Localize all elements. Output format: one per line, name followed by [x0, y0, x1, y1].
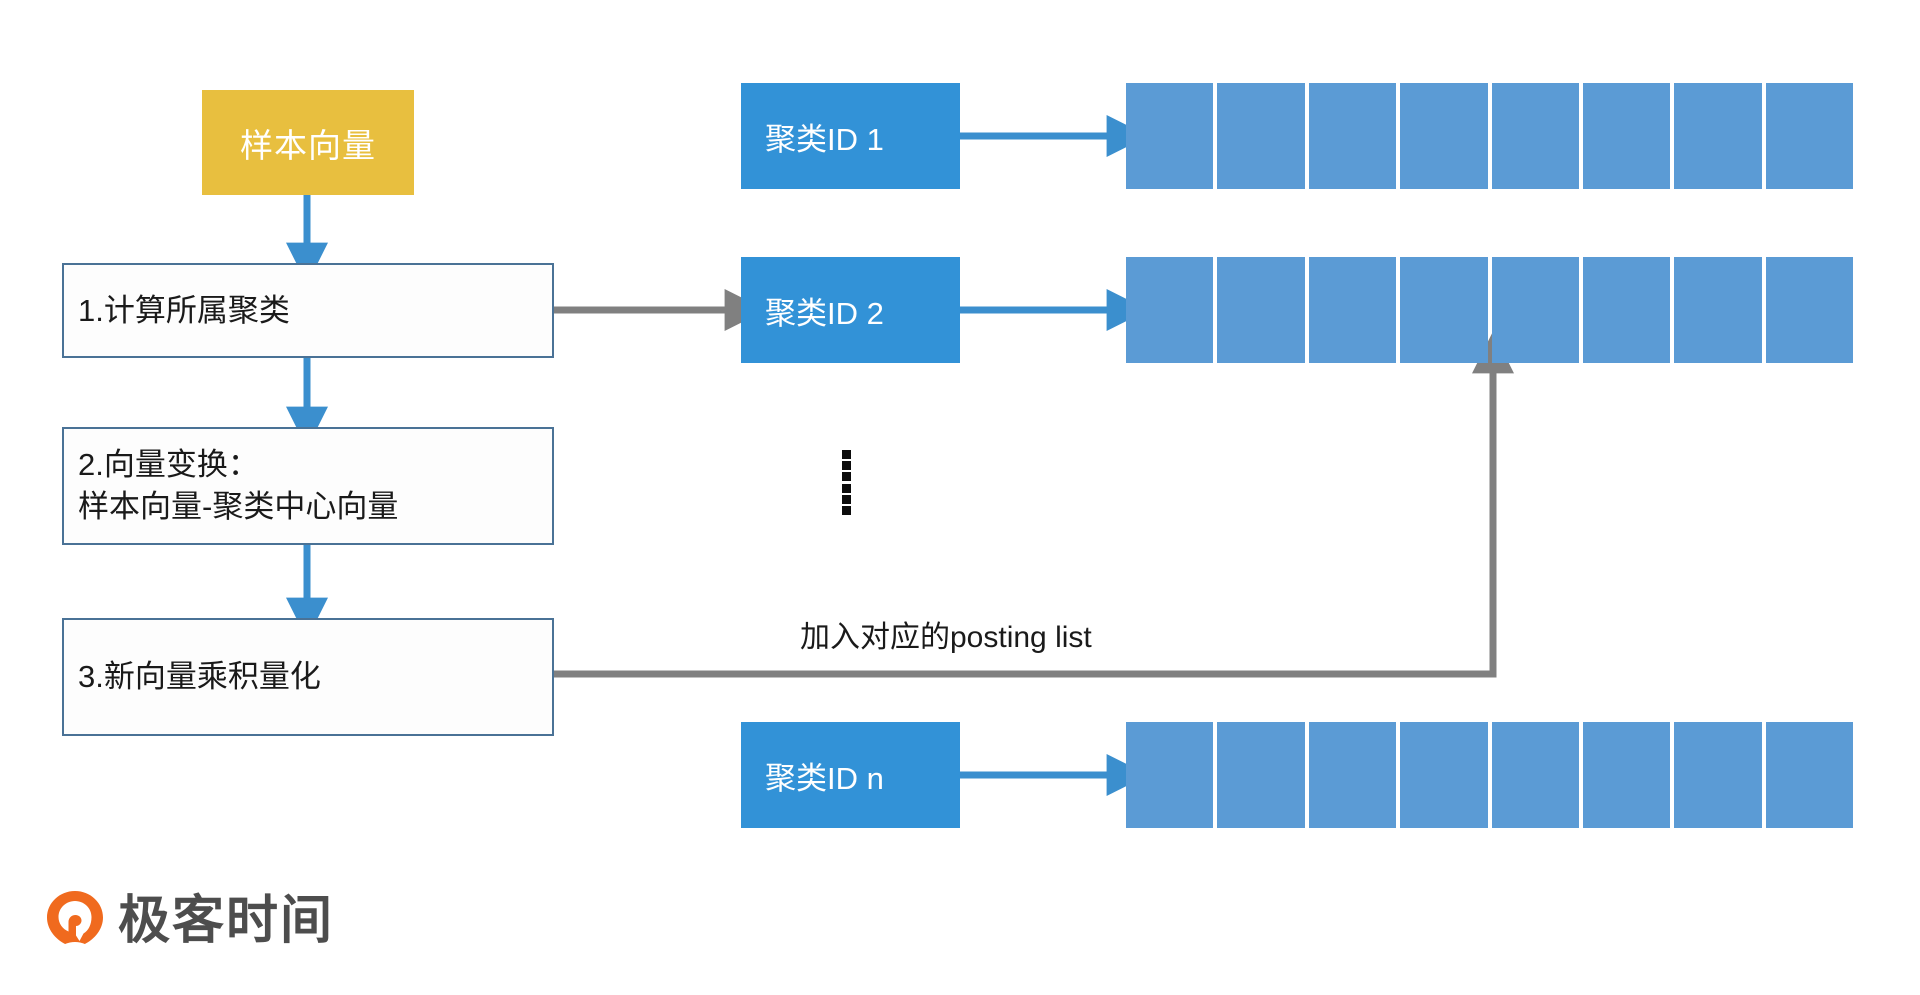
posting-list-1[interactable] — [1126, 83, 1853, 189]
geekbang-logo-text: 极客时间 — [118, 892, 335, 950]
posting-list-cell[interactable] — [1308, 83, 1397, 189]
posting-list-cell[interactable] — [1674, 257, 1762, 363]
step-box-1[interactable]: 1.计算所属聚类 — [62, 263, 554, 358]
posting-list-edge-label: 加入对应的posting list — [800, 621, 1092, 654]
posting-list-cell[interactable] — [1491, 722, 1579, 828]
posting-list-2[interactable] — [1126, 257, 1853, 363]
geekbang-logo: 极客时间 — [46, 890, 334, 952]
ellipsis-dot — [841, 483, 851, 493]
posting-list-cell[interactable] — [1582, 257, 1671, 363]
posting-list-cell[interactable] — [1308, 257, 1397, 363]
posting-list-cell[interactable] — [1126, 257, 1214, 363]
posting-list-cell[interactable] — [1126, 83, 1214, 189]
ellipsis-dot — [841, 505, 851, 515]
posting-list-n[interactable] — [1126, 722, 1853, 828]
posting-list-cell[interactable] — [1217, 257, 1305, 363]
cluster-box-n[interactable]: 聚类ID n — [741, 722, 960, 828]
geekbang-pin-icon — [46, 890, 104, 952]
step-box-2[interactable]: 2.向量变换： 样本向量-聚类中心向量 — [62, 427, 554, 545]
posting-list-cell[interactable] — [1582, 83, 1671, 189]
ellipsis-dot — [841, 472, 851, 482]
posting-list-cell[interactable] — [1400, 83, 1488, 189]
posting-list-cell[interactable] — [1765, 83, 1853, 189]
posting-list-cell[interactable] — [1765, 722, 1853, 828]
cluster-box-2[interactable]: 聚类ID 2 — [741, 257, 960, 363]
posting-list-cell[interactable] — [1582, 722, 1671, 828]
ellipsis-dot — [841, 450, 851, 459]
posting-list-cell[interactable] — [1217, 722, 1305, 828]
posting-list-cell[interactable] — [1491, 83, 1579, 189]
ellipsis-dot — [841, 461, 851, 471]
step-box-3[interactable]: 3.新向量乘积量化 — [62, 618, 554, 736]
ellipsis-dot — [841, 494, 851, 504]
posting-list-cell[interactable] — [1400, 257, 1488, 363]
posting-list-cell[interactable] — [1400, 722, 1488, 828]
posting-list-cell[interactable] — [1765, 257, 1853, 363]
cluster-box-1[interactable]: 聚类ID 1 — [741, 83, 960, 189]
posting-list-cell[interactable] — [1491, 257, 1579, 363]
vertical-ellipsis — [840, 450, 852, 515]
sample-vector-box[interactable]: 样本向量 — [202, 90, 414, 195]
posting-list-cell[interactable] — [1308, 722, 1397, 828]
posting-list-cell[interactable] — [1674, 722, 1762, 828]
posting-list-cell[interactable] — [1126, 722, 1214, 828]
posting-list-cell[interactable] — [1217, 83, 1305, 189]
posting-list-cell[interactable] — [1674, 83, 1762, 189]
